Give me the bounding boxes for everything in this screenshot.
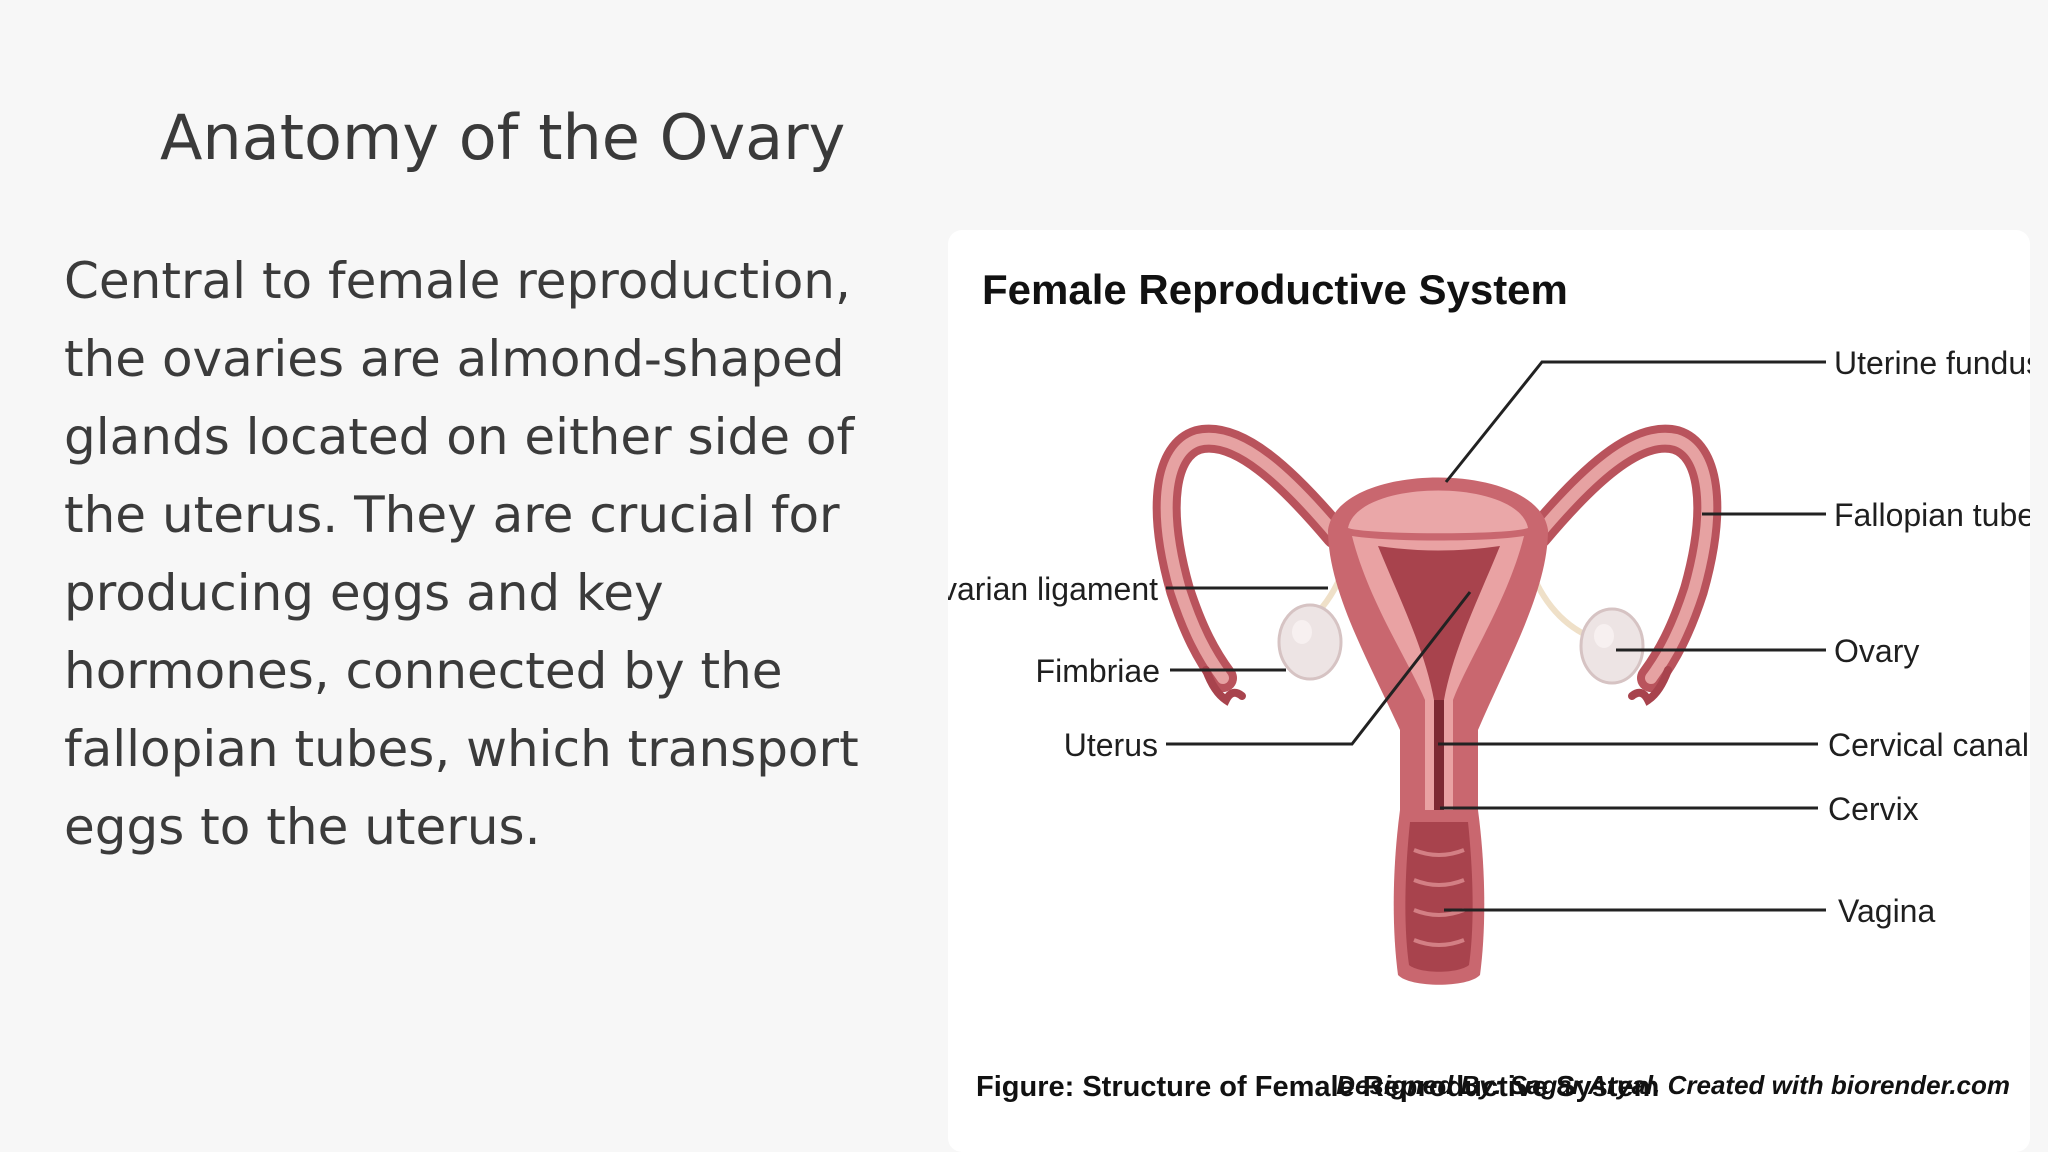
label-fallopian-tube: Fallopian tube xyxy=(1834,497,2030,533)
label-uterine-fundus: Uterine fundus xyxy=(1834,345,2030,381)
left-ovary xyxy=(1277,603,1343,681)
uterine-fundus xyxy=(1348,490,1528,534)
cervical-canal xyxy=(1434,700,1444,815)
slide-title: Anatomy of the Ovary xyxy=(160,101,846,174)
figure-caption: Figure: Structure of Female Reproductive… xyxy=(976,1071,1659,1103)
right-fimbriae xyxy=(1628,666,1672,706)
slide-body-text: Central to female reproduction, the ovar… xyxy=(64,252,859,856)
figure-credit: Designed By: Sagar Aryal. Created with b… xyxy=(1336,1070,2010,1100)
label-uterus: Uterus xyxy=(1064,727,1158,763)
label-fimbriae: Fimbriae xyxy=(1036,653,1160,689)
label-cervix: Cervix xyxy=(1828,791,1919,827)
reproductive-system-diagram: Female Reproductive System xyxy=(948,266,2030,1103)
label-vagina: Vagina xyxy=(1838,893,1935,929)
label-cervical-canal: Cervical canal xyxy=(1828,727,2029,763)
label-ovarian-ligament: Ovarian ligament xyxy=(948,571,1158,607)
anatomy-figure: Female Reproductive System xyxy=(948,230,2030,1152)
label-ovary: Ovary xyxy=(1834,633,1919,669)
right-ovary xyxy=(1579,607,1645,685)
leader-uterine-fundus xyxy=(1444,360,1826,483)
figure-title: Female Reproductive System xyxy=(982,266,1568,313)
left-fimbriae xyxy=(1202,666,1246,706)
leader-uterus xyxy=(1166,591,1472,746)
